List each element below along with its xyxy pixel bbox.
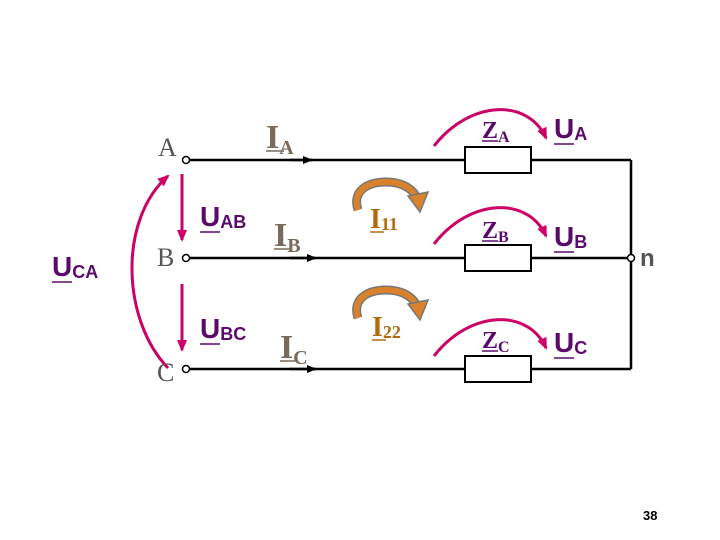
- loop-current-label-22: I22: [372, 312, 401, 343]
- phase-voltage-arrow-a: [432, 108, 548, 147]
- impedance-a: [464, 146, 532, 174]
- loop-current-label-11: I11: [370, 204, 398, 235]
- impedances: [464, 146, 532, 383]
- impedance-label-c: ZC: [482, 328, 510, 356]
- node-label-n: n: [640, 245, 655, 272]
- phase-voltage-label-a: UA: [554, 113, 587, 144]
- loop-arrow-11-head: [406, 190, 430, 214]
- voltage-label-ab: UAB: [200, 201, 246, 232]
- terminal-a: [181, 155, 191, 165]
- current-label-a: IA: [266, 119, 294, 159]
- impedance-label-a: ZA: [482, 118, 510, 146]
- current-label-b: IB: [274, 217, 301, 257]
- wires: [186, 158, 633, 371]
- terminals: [181, 155, 636, 374]
- phase-voltage-arrow-b: [432, 206, 548, 245]
- loop-current-arrows: [352, 177, 430, 322]
- voltage-label-bc: UBC: [200, 313, 246, 344]
- node-label-a: A: [158, 133, 177, 162]
- page-number: 38: [643, 508, 657, 523]
- impedance-label-b: ZB: [482, 218, 509, 246]
- impedance-c: [464, 355, 532, 383]
- terminal-c: [181, 364, 191, 374]
- node-label-b: B: [157, 243, 174, 272]
- phase-voltage-arrows: [432, 108, 548, 357]
- phase-voltage-label-b: UB: [554, 221, 587, 252]
- voltage-arrow-ca: [130, 174, 170, 370]
- terminal-n: [626, 253, 636, 263]
- phase-voltage-arrow-c: [432, 318, 548, 357]
- phase-voltage-label-c: UC: [554, 327, 587, 358]
- node-label-c: C: [157, 358, 174, 387]
- impedance-b: [464, 244, 532, 272]
- current-arrows: [290, 156, 317, 373]
- loop-arrow-22-fill: [353, 286, 421, 319]
- loop-arrow-11-fill: [353, 178, 421, 211]
- terminal-b: [181, 253, 191, 263]
- voltage-label-ca: UCA: [52, 251, 98, 282]
- line-voltage-arrows: [130, 174, 187, 370]
- current-label-c: IC: [280, 329, 308, 369]
- loop-arrow-22-head: [406, 298, 430, 322]
